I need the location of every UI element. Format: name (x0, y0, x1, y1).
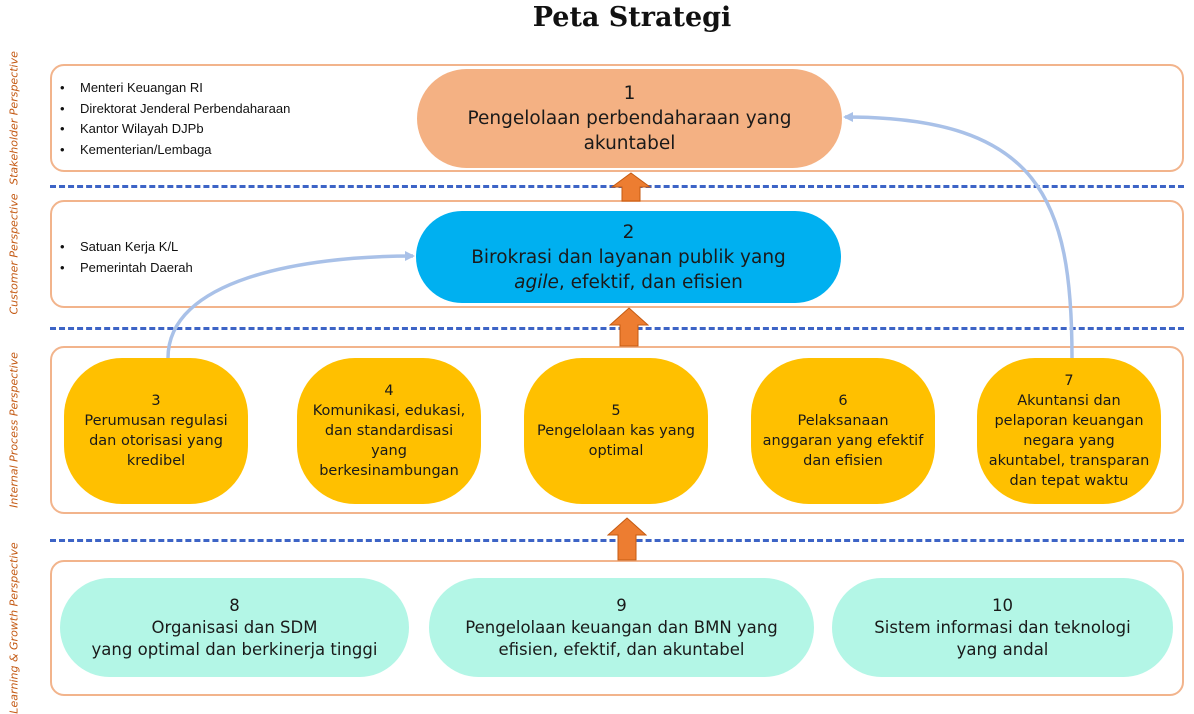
node-text-line2: yang optimal dan berkinerja tinggi (91, 639, 378, 659)
node-number: 4 (384, 383, 394, 399)
objective-5-node: 5 Pengelolaan kas yang optimal (524, 358, 708, 504)
list-item: Satuan Kerja K/L (52, 237, 193, 258)
node-number: 1 (623, 83, 636, 104)
curve-3-to-2 (166, 251, 415, 359)
list-item: Kementerian/Lembaga (52, 140, 290, 161)
objective-1-node: 1 Pengelolaan perbendaharaan yang akunta… (417, 69, 842, 168)
stakeholder-list: Menteri Keuangan RI Direktorat Jenderal … (52, 78, 290, 160)
objective-7-node: 7 Akuntansi dan pelaporan keuangan negar… (977, 358, 1161, 504)
node-text-line2: efisien, efektif, dan akuntabel (498, 639, 745, 659)
objective-10-node: 10 Sistem informasi dan teknologi yang a… (832, 578, 1173, 677)
objective-8-node: 8 Organisasi dan SDM yang optimal dan be… (60, 578, 409, 677)
objective-2-node: 2 Birokrasi dan layanan publik yang agil… (416, 211, 841, 303)
node-text: Komunikasi, edukasi, dan standardisasi y… (312, 403, 466, 479)
node-text-line2: yang andal (956, 639, 1049, 659)
node-number: 5 (611, 403, 621, 419)
up-arrow-icon (607, 517, 647, 561)
node-text-rest: , efektif, dan efisien (558, 271, 743, 293)
node-text-line1: Organisasi dan SDM (151, 617, 318, 637)
node-text: Pelaksanaan anggaran yang efektif dan ef… (762, 413, 924, 469)
node-text-line1: Birokrasi dan layanan publik yang (471, 246, 786, 268)
objective-3-node: 3 Perumusan regulasi dan otorisasi yang … (64, 358, 248, 504)
node-text-line2: agile, efektif, dan efisien (514, 270, 743, 295)
node-number: 7 (1064, 373, 1074, 389)
separator-dash (50, 327, 1184, 330)
node-text-line1: Sistem informasi dan teknologi (874, 617, 1131, 637)
objective-6-node: 6 Pelaksanaan anggaran yang efektif dan … (751, 358, 935, 504)
list-item: Direktorat Jenderal Perbendaharaan (52, 99, 290, 120)
up-arrow-icon (611, 172, 651, 202)
node-text: Pengelolaan kas yang optimal (536, 423, 695, 459)
node-number: 3 (151, 393, 161, 409)
node-text-line1: Pengelolaan keuangan dan BMN yang (465, 617, 778, 637)
node-number: 9 (616, 595, 627, 615)
node-number: 10 (992, 595, 1013, 615)
node-text-line2: akuntabel (583, 133, 676, 154)
objective-9-node: 9 Pengelolaan keuangan dan BMN yang efis… (429, 578, 814, 677)
list-item: Pemerintah Daerah (52, 258, 193, 279)
italic-text: agile (514, 271, 559, 293)
node-number: 8 (229, 595, 240, 615)
node-text: Perumusan regulasi dan otorisasi yang kr… (84, 413, 228, 469)
node-number: 6 (838, 393, 848, 409)
customer-list: Satuan Kerja K/L Pemerintah Daerah (52, 237, 193, 278)
list-item: Kantor Wilayah DJPb (52, 119, 290, 140)
page-title: Peta Strategi (532, 2, 732, 33)
separator-dash (50, 539, 1184, 542)
curve-7-to-1 (843, 112, 1074, 359)
node-number: 2 (622, 221, 635, 243)
node-text: Akuntansi dan pelaporan keuangan negara … (988, 393, 1150, 489)
list-item: Menteri Keuangan RI (52, 78, 290, 99)
objective-4-node: 4 Komunikasi, edukasi, dan standardisasi… (297, 358, 481, 504)
node-text-line1: Pengelolaan perbendaharaan yang (467, 108, 792, 129)
up-arrow-icon (609, 307, 649, 347)
